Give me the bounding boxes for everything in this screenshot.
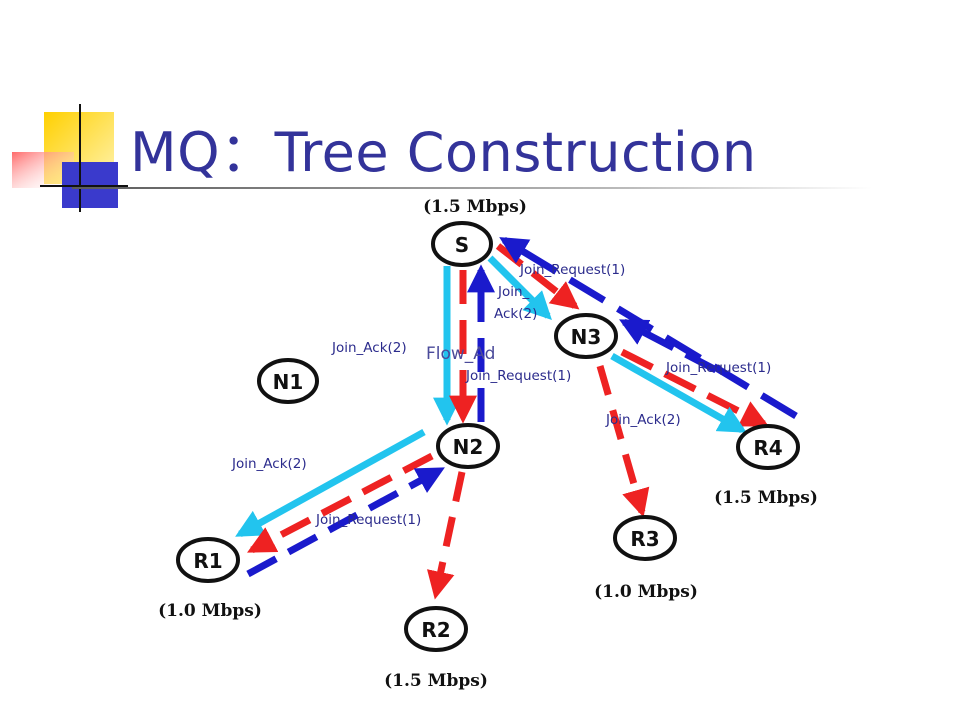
bandwidth-r4: (1.5 Mbps) [714, 488, 818, 508]
edge-n2-r1-ack-flow [235, 428, 426, 538]
msg-join-ack-n3-s-line2: Ack(2) [494, 306, 537, 322]
bandwidth-s: (1.5 Mbps) [423, 197, 527, 217]
edge-r4-n3-request [619, 318, 718, 374]
bandwidth-r3: (1.0 Mbps) [594, 582, 698, 602]
node-n1-label: N1 [273, 370, 304, 394]
node-s-label: S [455, 233, 469, 257]
edge-n3-r3-request [596, 365, 650, 518]
msg-flow-ad: Flow_Ad [426, 344, 495, 364]
msg-join-request-r4-n3: Join_Request(1) [665, 360, 771, 376]
msg-join-ack-n3-s-line1: Join_ [497, 284, 530, 300]
node-r3: R3 [613, 515, 677, 561]
node-n3-label: N3 [571, 325, 602, 349]
edge-r1-n2-request [246, 466, 445, 578]
node-r1-label: R1 [193, 549, 222, 573]
edge-n3-r4-request [620, 348, 769, 428]
node-r2-label: R2 [421, 618, 450, 642]
msg-join-request-s-n3: Join_Request(1) [519, 262, 625, 278]
node-n3: N3 [554, 313, 618, 359]
edge-n2-r2-request [426, 471, 466, 600]
node-r1: R1 [176, 537, 240, 583]
node-r2: R2 [404, 606, 468, 652]
msg-join-request-r1-n2: Join_Request(1) [315, 512, 421, 528]
edge-n2-r1-request [247, 452, 434, 554]
slide-title: MQ：Tree Construction [130, 121, 757, 184]
slide-logo [12, 104, 128, 212]
title-divider [72, 187, 872, 189]
msg-join-request-n2-s: Join_Request(1) [465, 368, 571, 384]
edge-n3-r4-ack-flow [610, 352, 747, 434]
msg-join-ack-n3-r4: Join_Ack(2) [605, 412, 681, 428]
node-r4: R4 [736, 424, 800, 470]
node-r4-label: R4 [753, 436, 782, 460]
node-s: S [431, 221, 493, 267]
edge-s-n3-ack-flow [487, 255, 552, 320]
node-n1: N1 [257, 358, 319, 404]
msg-join-ack-n2-r1: Join_Ack(2) [231, 456, 307, 472]
bandwidth-r2: (1.5 Mbps) [384, 671, 488, 691]
node-n2-label: N2 [453, 435, 484, 459]
msg-join-ack-s-n2: Join_Ack(2) [331, 340, 407, 356]
node-n2: N2 [436, 423, 500, 469]
bandwidth-r1: (1.0 Mbps) [158, 601, 262, 621]
node-r3-label: R3 [630, 527, 659, 551]
